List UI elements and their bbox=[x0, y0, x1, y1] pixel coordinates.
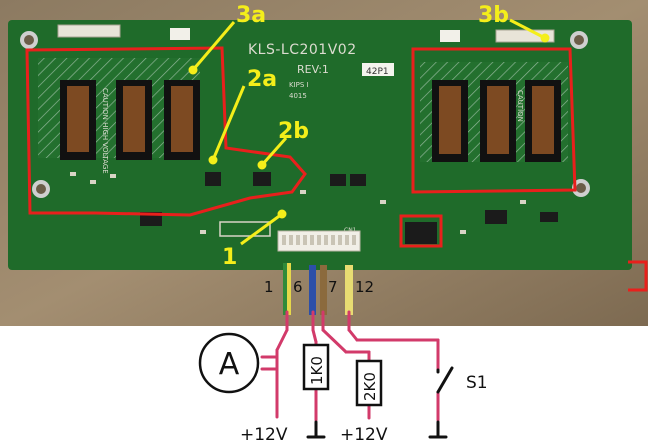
supply-left-label: +12V bbox=[240, 425, 288, 444]
board-code: 4015 bbox=[289, 92, 307, 100]
caution-left: CAUTION HIGH VOLTAGE bbox=[101, 88, 109, 174]
ground-icon bbox=[428, 420, 448, 439]
resistor-1k0-label: 1K0 bbox=[308, 356, 326, 385]
pcb-board: KLS-LC201V02 REV:1 42P1 KIPS I 4015 CAUT… bbox=[8, 20, 632, 270]
board-model: KLS-LC201V02 bbox=[248, 42, 357, 58]
board-revision: REV:1 bbox=[297, 63, 329, 76]
resistor-2k0-label: 2K0 bbox=[361, 372, 379, 401]
pin-label-1: 1 bbox=[264, 278, 274, 296]
board-sticker: 42P1 bbox=[366, 67, 389, 77]
transformers-left bbox=[60, 80, 200, 160]
pin-label-7: 7 bbox=[328, 278, 338, 296]
board-cert: KIPS I bbox=[289, 81, 309, 89]
switch-s1 bbox=[436, 366, 454, 394]
ammeter-label: A bbox=[219, 347, 240, 382]
label-3a: 3a bbox=[236, 3, 266, 28]
label-2a: 2a bbox=[247, 67, 277, 92]
pin-labels: 1 6 7 12 bbox=[264, 278, 374, 296]
pin-label-12: 12 bbox=[355, 278, 374, 296]
transformers-right bbox=[432, 80, 561, 162]
outline-edge-mark bbox=[628, 260, 648, 292]
ground-symbols bbox=[306, 420, 448, 439]
label-3b: 3b bbox=[478, 3, 509, 28]
label-2b: 2b bbox=[278, 119, 309, 144]
main-connector bbox=[277, 230, 361, 252]
annotation-labels: 3a 3b 2a 2b 1 bbox=[222, 3, 509, 270]
resistor-1k0: 1K0 bbox=[302, 343, 330, 391]
pin-label-6: 6 bbox=[293, 278, 303, 296]
switch-label: S1 bbox=[466, 373, 488, 393]
resistor-2k0: 2K0 bbox=[355, 359, 383, 407]
label-1: 1 bbox=[222, 245, 237, 270]
schematic-wires bbox=[260, 310, 440, 422]
supply-right-label: +12V bbox=[340, 425, 388, 444]
outline-left-region bbox=[25, 46, 307, 217]
outline-small-chip bbox=[399, 214, 443, 248]
caution-right: CAUTION bbox=[516, 90, 524, 122]
outline-right-region bbox=[411, 47, 577, 194]
annotation-pointers bbox=[188, 18, 550, 246]
ammeter: A bbox=[198, 332, 260, 394]
highlight-outlines bbox=[25, 46, 648, 292]
connector-wires bbox=[283, 263, 353, 315]
ground-icon bbox=[306, 420, 326, 439]
